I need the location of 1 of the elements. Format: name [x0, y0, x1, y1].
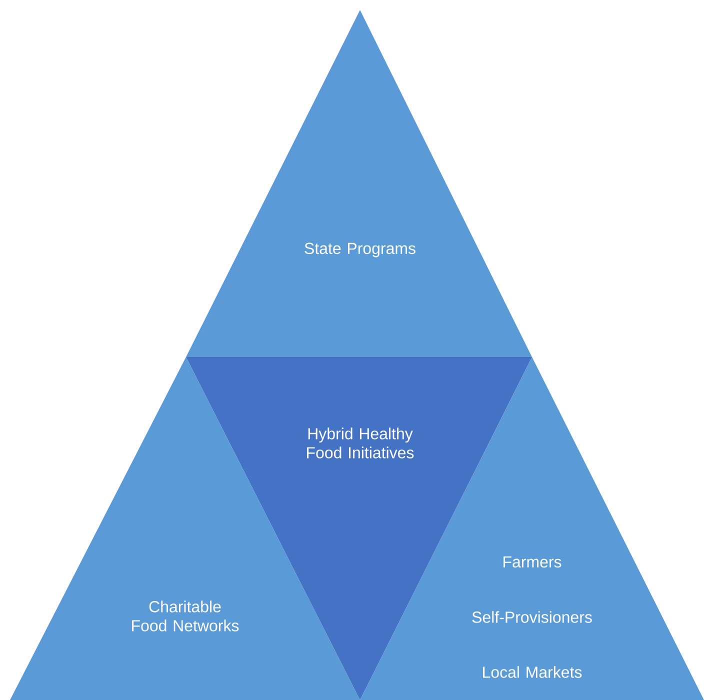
- triangle: State Programs: [186, 10, 532, 357]
